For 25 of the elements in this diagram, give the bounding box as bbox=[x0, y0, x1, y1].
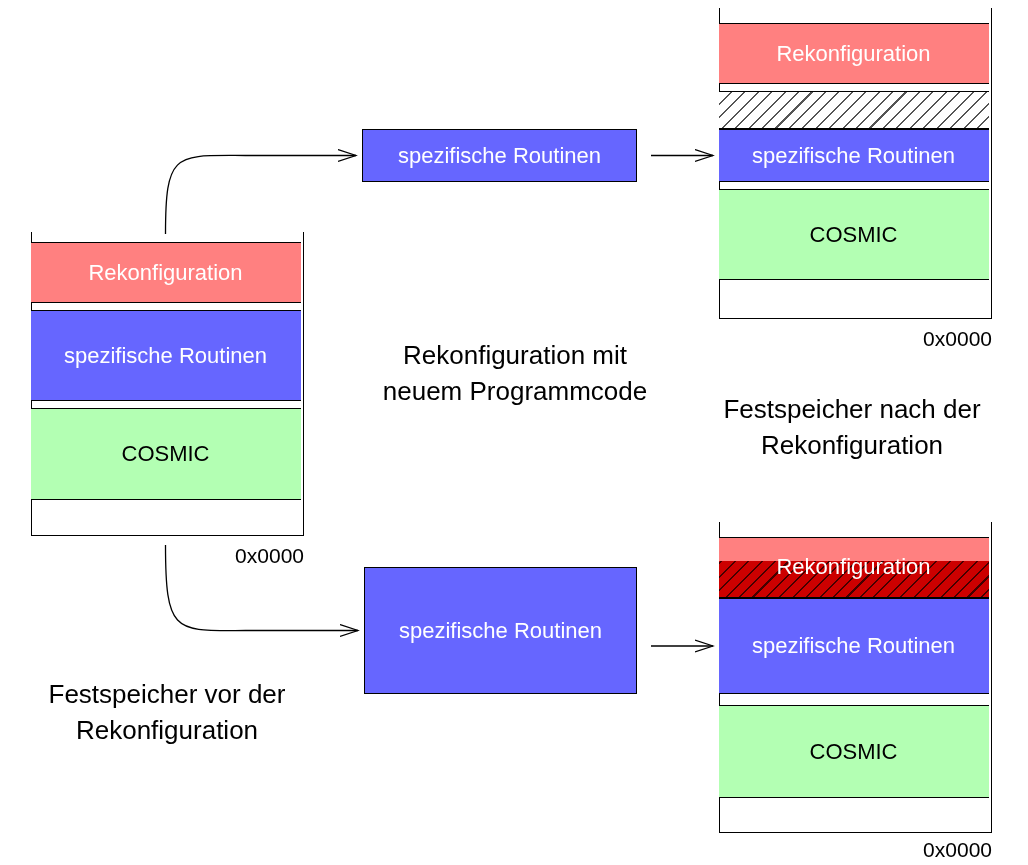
memory-segment: spezifische Routinen bbox=[362, 129, 637, 182]
address-label: 0x0000 bbox=[234, 544, 304, 568]
memory-stack bbox=[31, 232, 304, 536]
memory-segment: COSMIC bbox=[718, 705, 989, 798]
caption: Festspeicher vor der Rekonfiguration bbox=[47, 678, 287, 747]
caption: Festspeicher nach der Rekonfiguration bbox=[722, 393, 982, 462]
arrow bbox=[650, 148, 714, 163]
arrow bbox=[650, 639, 714, 653]
memory-segment: Rekonfiguration bbox=[30, 242, 301, 303]
arrow bbox=[164, 544, 359, 638]
memory-segment: COSMIC bbox=[30, 408, 301, 500]
note-text: Rekonfiguration mit neuem Programmcode bbox=[381, 339, 649, 408]
memory-segment: spezifische Routinen bbox=[718, 129, 989, 182]
address-label: 0x0000 bbox=[922, 327, 992, 351]
memory-segment: Rekonfiguration bbox=[718, 537, 989, 598]
memory-stack bbox=[719, 8, 992, 319]
memory-segment: COSMIC bbox=[718, 189, 989, 280]
memory-segment: spezifische Routinen bbox=[718, 598, 989, 694]
memory-segment: spezifische Routinen bbox=[364, 567, 637, 694]
arrow bbox=[164, 148, 357, 235]
memory-stack bbox=[719, 522, 992, 833]
hatched-segment bbox=[718, 91, 989, 129]
address-label: 0x0000 bbox=[922, 838, 992, 862]
memory-segment: Rekonfiguration bbox=[718, 23, 989, 84]
memory-segment: spezifische Routinen bbox=[30, 310, 301, 401]
